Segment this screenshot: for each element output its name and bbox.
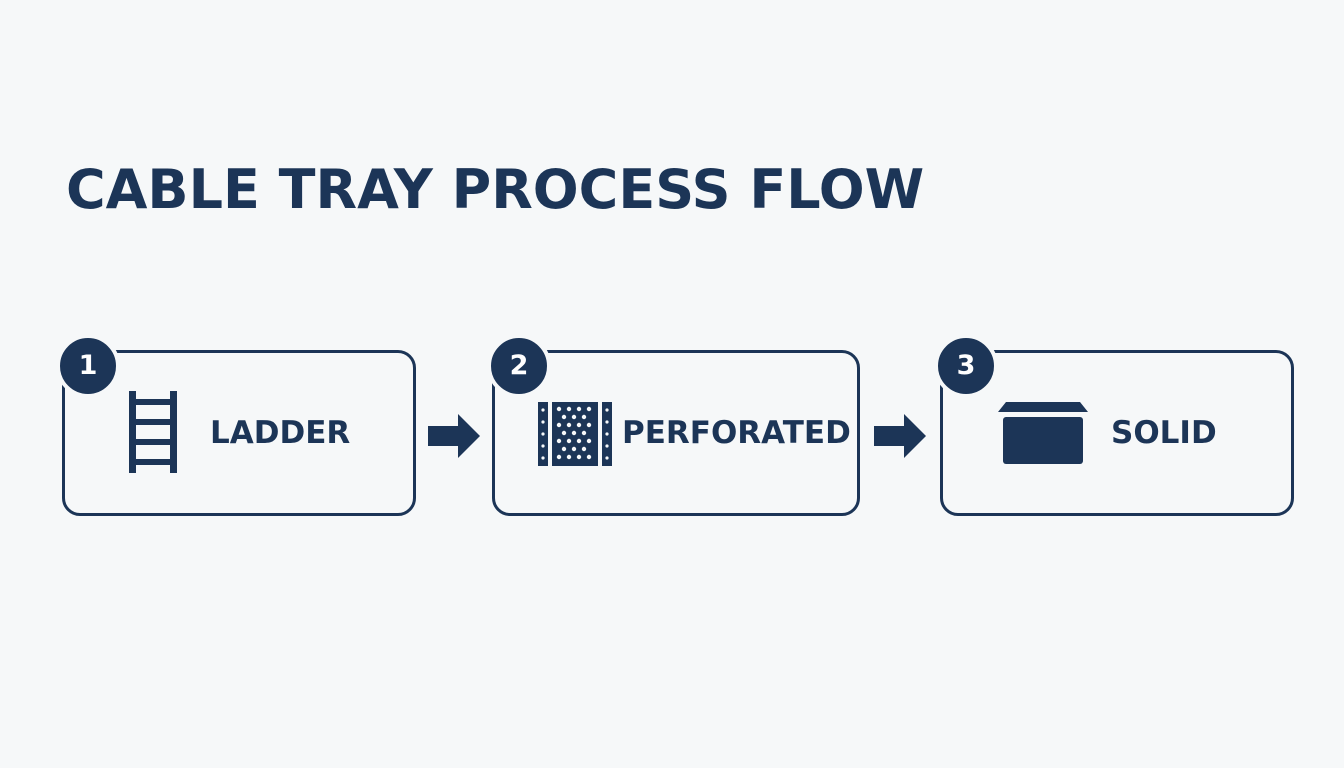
step-box-ladder [62,350,416,516]
step-label-perforated: PERFORATED [622,415,851,451]
step-box-solid [940,350,1294,516]
arrow-right-icon [428,414,480,458]
step-label-solid: SOLID [1111,415,1217,451]
ladder-icon [129,391,177,473]
step-number-badge: 3 [934,334,998,398]
perforated-tray-icon [538,402,612,466]
diagram-title: CABLE TRAY PROCESS FLOW [66,158,925,221]
step-number-badge: 1 [56,334,120,398]
arrow-right-icon [874,414,926,458]
step-label-ladder: LADDER [210,415,351,451]
step-number-badge: 2 [487,334,551,398]
solid-tray-icon [998,402,1088,464]
